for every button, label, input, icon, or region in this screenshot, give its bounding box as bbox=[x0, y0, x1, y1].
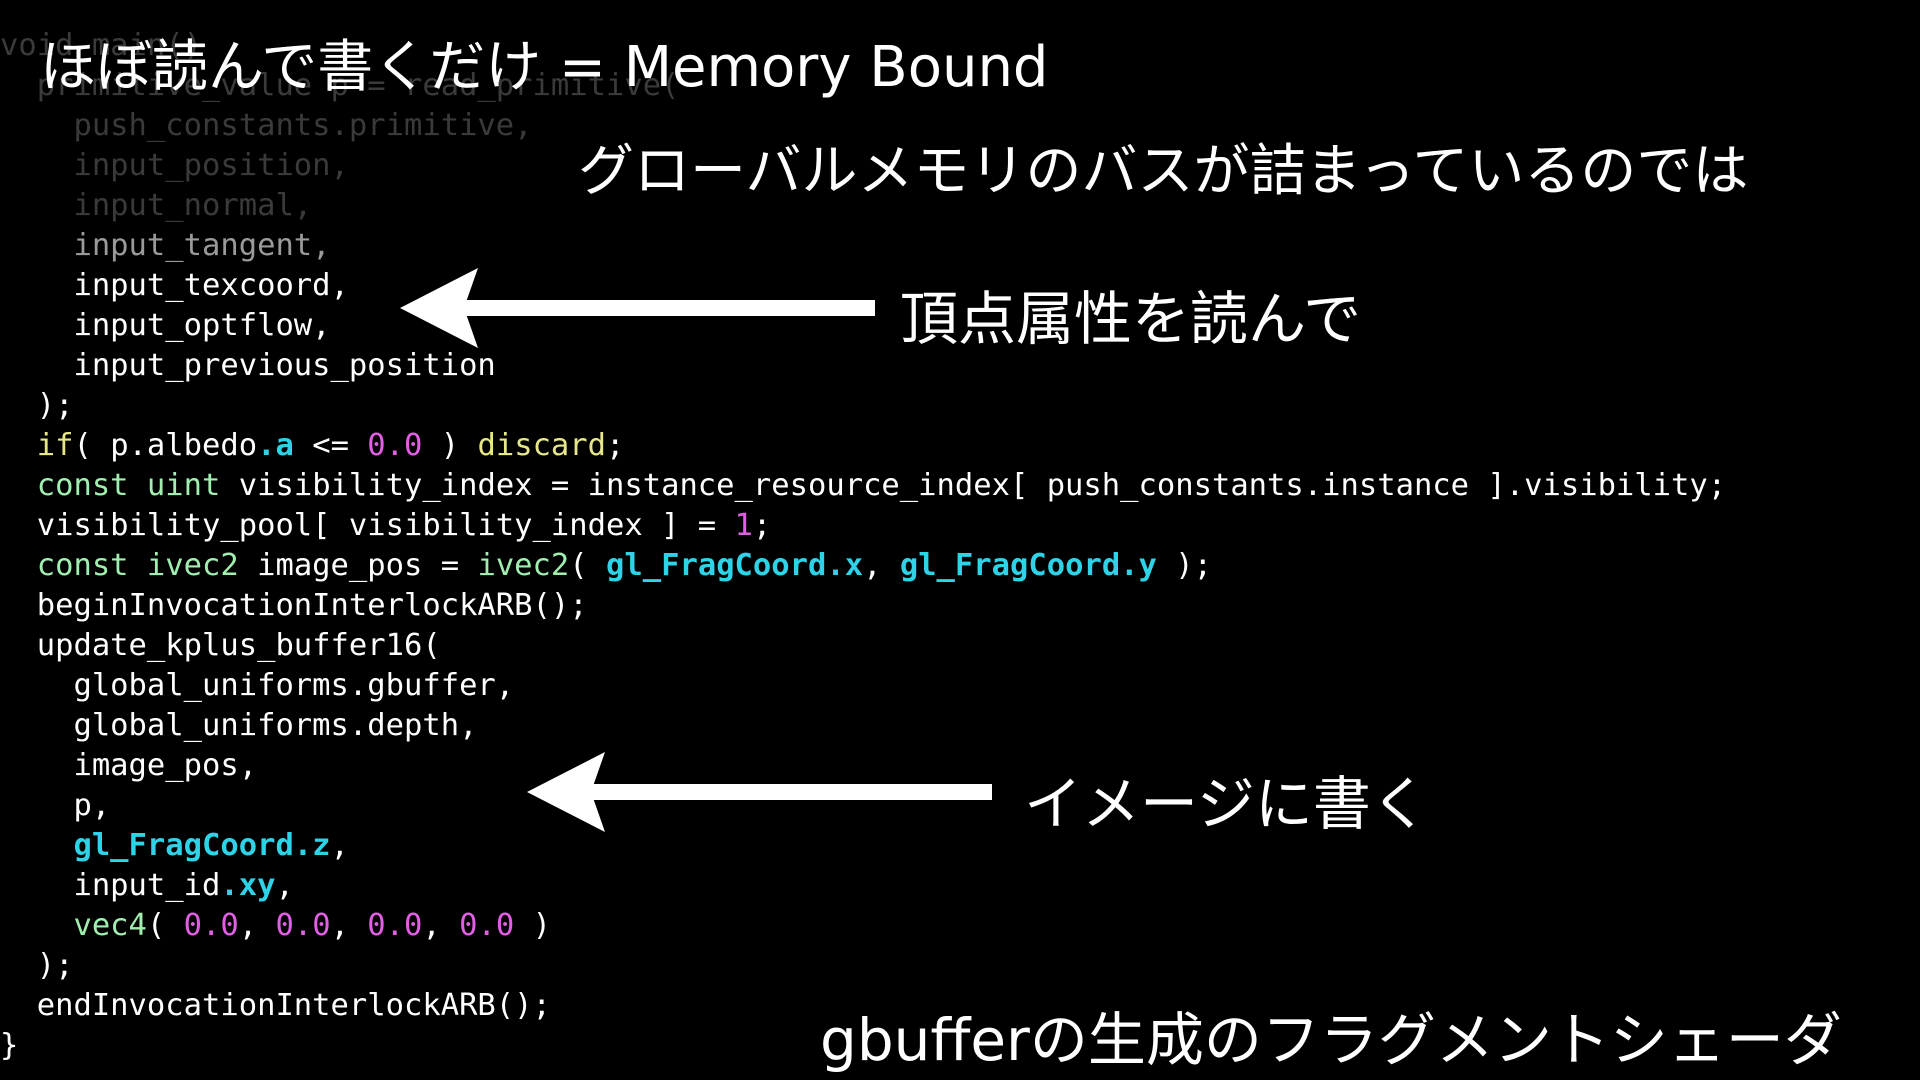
code-token: ); bbox=[0, 388, 74, 423]
code-line: if( p.albedo.a <= 0.0 ) discard; bbox=[0, 426, 1726, 466]
code-line: primitive_value p = read_primitive( bbox=[0, 66, 1726, 106]
code-token: , bbox=[422, 908, 460, 943]
code-token: endInvocationInterlockARB(); bbox=[0, 988, 551, 1023]
code-token: 0.0 bbox=[459, 908, 515, 943]
code-line: input_previous_position bbox=[0, 346, 1726, 386]
code-token: const ivec2 bbox=[36, 548, 239, 583]
code-token: , bbox=[330, 908, 368, 943]
code-token: gl_FragCoord.y bbox=[899, 548, 1157, 583]
code-line: void main() bbox=[0, 26, 1726, 66]
code-token: const uint bbox=[36, 468, 221, 503]
code-token: primitive_value p = read_primitive( bbox=[0, 68, 680, 103]
code-token: vec4 bbox=[73, 908, 147, 943]
code-line: vec4( 0.0, 0.0, 0.0, 0.0 ) bbox=[0, 906, 1726, 946]
code-line: visibility_pool[ visibility_index ] = 1; bbox=[0, 506, 1726, 546]
arrow-left-icon bbox=[400, 268, 875, 348]
code-token: , bbox=[330, 828, 349, 863]
code-line: const uint visibility_index = instance_r… bbox=[0, 466, 1726, 506]
code-token: input_position, bbox=[0, 148, 349, 183]
arrow-left-icon bbox=[527, 752, 992, 832]
code-token: input_tangent, bbox=[0, 228, 331, 263]
code-line: const ivec2 image_pos = ivec2( gl_FragCo… bbox=[0, 546, 1726, 586]
code-token: push_constants.primitive, bbox=[0, 108, 533, 143]
code-token: update_kplus_buffer16( bbox=[0, 628, 441, 663]
code-line: push_constants.primitive, bbox=[0, 106, 1726, 146]
code-token bbox=[0, 428, 37, 463]
code-token: 0.0 bbox=[367, 428, 423, 463]
code-line: input_tangent, bbox=[0, 226, 1726, 266]
code-line: input_id.xy, bbox=[0, 866, 1726, 906]
code-line: gl_FragCoord.z, bbox=[0, 826, 1726, 866]
code-token: <= bbox=[293, 428, 368, 463]
code-token: discard bbox=[477, 428, 607, 463]
code-token: input_texcoord, bbox=[0, 268, 349, 303]
code-token: image_pos = bbox=[238, 548, 478, 583]
code-token: .xy bbox=[220, 868, 276, 903]
code-token: ( bbox=[569, 548, 607, 583]
shader-code-listing: void main() primitive_value p = read_pri… bbox=[0, 26, 1726, 1066]
code-token: beginInvocationInterlockARB(); bbox=[0, 588, 588, 623]
code-line: } bbox=[0, 1026, 1726, 1066]
code-token: ; bbox=[606, 428, 625, 463]
code-token: p, bbox=[0, 788, 111, 823]
annotation-bus-congestion: グローバルメモリのバスが詰まっているのでは bbox=[578, 139, 1749, 204]
code-token: input_normal, bbox=[0, 188, 313, 223]
code-token bbox=[0, 908, 73, 943]
code-token: .a bbox=[257, 428, 294, 463]
code-token bbox=[0, 548, 37, 583]
code-token: ivec2 bbox=[477, 548, 570, 583]
code-token: ) bbox=[514, 908, 551, 943]
code-line: input_optflow, bbox=[0, 306, 1726, 346]
code-token: } bbox=[0, 1028, 19, 1063]
code-token: , bbox=[238, 908, 276, 943]
code-token: input_id bbox=[0, 868, 221, 903]
code-token: ; bbox=[752, 508, 772, 543]
annotation-read-vertex-attributes: 頂点属性を読んで bbox=[900, 285, 1362, 353]
code-token: ) bbox=[422, 428, 478, 463]
code-token: ( bbox=[146, 908, 184, 943]
code-token: input_optflow, bbox=[0, 308, 331, 343]
code-line: global_uniforms.gbuffer, bbox=[0, 666, 1726, 706]
code-token: , bbox=[863, 548, 900, 583]
code-token: void main() bbox=[0, 28, 202, 63]
slide-title: ほぼ読んで書くだけ = Memory Bound bbox=[40, 35, 1049, 100]
code-line: input_texcoord, bbox=[0, 266, 1726, 306]
code-line: p, bbox=[0, 786, 1726, 826]
code-token: 0.0 bbox=[367, 908, 423, 943]
code-token: if bbox=[36, 428, 74, 463]
code-token: , bbox=[275, 868, 294, 903]
code-token: ); bbox=[0, 948, 74, 983]
code-line: global_uniforms.depth, bbox=[0, 706, 1726, 746]
code-token: global_uniforms.gbuffer, bbox=[0, 668, 515, 703]
code-line: image_pos, bbox=[0, 746, 1726, 786]
code-token: visibility_index = instance_resource_ind… bbox=[220, 468, 1727, 503]
slide-footer: gbufferの生成のフラグメントシェーダ bbox=[820, 1006, 1842, 1074]
code-line: beginInvocationInterlockARB(); bbox=[0, 586, 1726, 626]
code-line: endInvocationInterlockARB(); bbox=[0, 986, 1726, 1026]
code-token bbox=[0, 468, 37, 503]
code-token: 0.0 bbox=[275, 908, 331, 943]
code-line: ); bbox=[0, 946, 1726, 986]
code-line: input_normal, bbox=[0, 186, 1726, 226]
code-line: update_kplus_buffer16( bbox=[0, 626, 1726, 666]
code-token: global_uniforms.depth, bbox=[0, 708, 478, 743]
code-token: 1 bbox=[734, 508, 753, 543]
code-line: ); bbox=[0, 386, 1726, 426]
code-token: image_pos, bbox=[0, 748, 258, 783]
code-token bbox=[0, 828, 73, 863]
code-token: ); bbox=[1156, 548, 1212, 583]
code-token: gl_FragCoord.x bbox=[606, 548, 864, 583]
code-token: gl_FragCoord.z bbox=[73, 828, 331, 863]
code-token: 0.0 bbox=[183, 908, 239, 943]
annotation-write-image: イメージに書く bbox=[1024, 770, 1429, 838]
code-token: visibility_pool[ visibility_index ] = bbox=[0, 508, 735, 543]
code-token: input_previous_position bbox=[0, 348, 496, 383]
code-token: ( p.albedo bbox=[73, 428, 258, 463]
code-line: input_position, bbox=[0, 146, 1726, 186]
